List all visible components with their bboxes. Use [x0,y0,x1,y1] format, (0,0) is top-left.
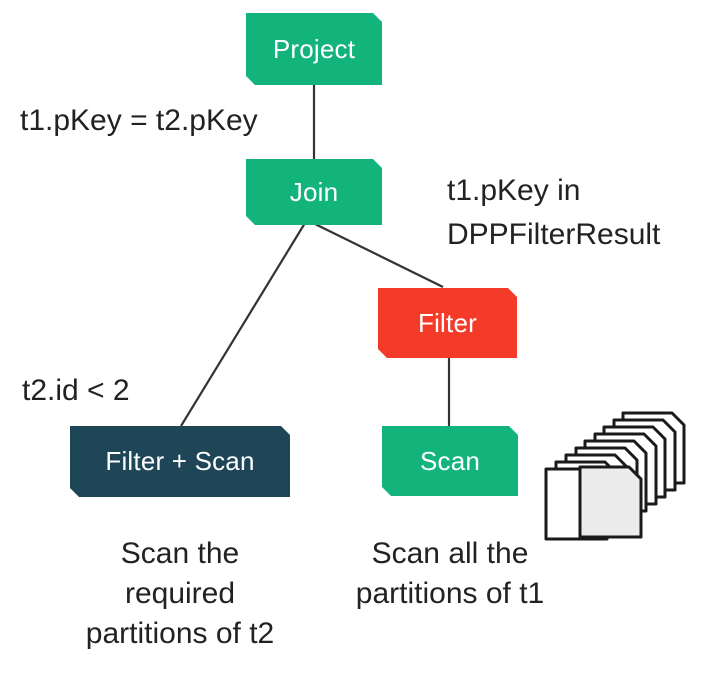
partition-sheet-front [578,465,643,539]
scan-node: Scan [382,426,518,496]
join-node: Join [246,159,382,225]
stacked-partitions-icon [544,411,686,541]
caption-left-line: required [124,577,236,610]
caption-right: Scan all the partitions of t1 [320,534,580,614]
caption-right-line: partitions of t1 [355,577,545,610]
caption-left-line: partitions of t2 [85,617,275,650]
caption-left: Scan the required partitions of t2 [45,534,315,654]
project-node: Project [246,13,382,85]
edge-join-filter-scan [180,222,306,427]
edge-join-filter [310,221,444,288]
caption-left-line: Scan the [120,537,240,570]
filter-scan-node: Filter + Scan [70,426,290,497]
filter-node: Filter [378,288,517,358]
join-condition-label: t1.pKey = t2.pKey [20,104,258,137]
dpp-condition-label-line1: t1.pKey in [447,174,581,207]
dpp-condition-label-line2: DPPFilterResult [447,218,661,251]
t2-condition-label: t2.id < 2 [22,374,130,407]
caption-right-line: Scan all the [371,537,529,570]
